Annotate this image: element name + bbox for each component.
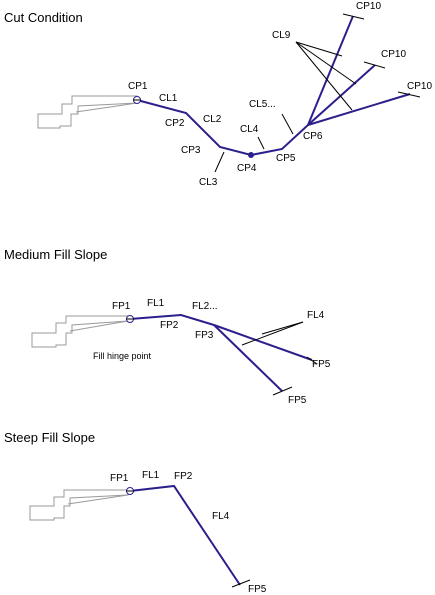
cut-tick-cp10-top (342, 13, 365, 20)
medium-ray-fp5-bottom (213, 324, 283, 392)
cl4-leader (257, 136, 265, 150)
medium-label-fp5-bottom: FP5 (288, 395, 307, 406)
medium-label-fp2: FP2 (160, 320, 179, 331)
medium-ray-fp5-right (213, 324, 313, 361)
label-cp10-mid: CP10 (381, 49, 406, 60)
fl4-leader-2 (261, 321, 304, 335)
medium-label-fl1: FL1 (147, 298, 165, 309)
label-cl4: CL4 (240, 124, 259, 135)
cp4-marker (248, 152, 254, 158)
medium-label-fp1: FP1 (112, 301, 131, 312)
label-cl5: CL5... (249, 99, 276, 110)
medium-fill-panel: Medium Fill Slope FP1 FL1 FL2... FP2 FP3… (4, 247, 331, 406)
label-cp10-right: CP10 (407, 81, 432, 92)
medium-slope-line (129, 313, 215, 326)
cut-road-template (37, 95, 138, 129)
label-cp5: CP5 (276, 153, 296, 164)
label-cl9: CL9 (272, 30, 291, 41)
label-cp2: CP2 (165, 118, 185, 129)
label-cl2: CL2 (203, 114, 222, 125)
label-cp1: CP1 (128, 81, 148, 92)
steep-label-fp2: FP2 (174, 471, 193, 482)
cut-tick-cp10-mid (363, 61, 386, 69)
steep-label-fp5: FP5 (248, 584, 267, 595)
fl4-leader-1 (241, 321, 304, 346)
fill-hinge-point-label: Fill hinge point (93, 351, 152, 361)
label-cl3: CL3 (199, 177, 218, 188)
steep-fill-title: Steep Fill Slope (4, 430, 95, 445)
steep-road-inner-line (67, 494, 129, 505)
medium-label-fp5-right: FP5 (312, 359, 331, 370)
medium-road-template (31, 315, 129, 348)
medium-road-inner-line (69, 320, 129, 332)
steep-slope-line (129, 484, 241, 586)
label-cl1: CL1 (159, 93, 178, 104)
medium-label-fl4: FL4 (307, 310, 325, 321)
cut-ray-cp10-mid (307, 64, 376, 126)
cl5-leader (281, 113, 294, 135)
cut-ray-cp10-right (307, 93, 411, 126)
cut-condition-title: Cut Condition (4, 10, 83, 25)
steep-label-fl4: FL4 (212, 511, 230, 522)
cut-ray-cp10-top (307, 15, 354, 126)
steep-road-template (29, 489, 129, 521)
label-cp6: CP6 (303, 131, 323, 142)
cl3-leader (214, 151, 225, 173)
steep-tick-fp5 (231, 579, 251, 588)
cut-road-inner-line (75, 102, 138, 113)
cl9-leader-1 (295, 41, 343, 57)
cut-slope-line (136, 99, 309, 157)
steep-label-fp1: FP1 (110, 473, 129, 484)
medium-fill-title: Medium Fill Slope (4, 247, 107, 262)
steep-fill-panel: Steep Fill Slope FP1 FL1 FP2 FL4 FP5 (4, 430, 267, 595)
cl9-leader-3 (295, 41, 353, 111)
steep-label-fl1: FL1 (142, 470, 160, 481)
label-cp10-top: CP10 (356, 1, 381, 12)
medium-label-fp3: FP3 (195, 330, 214, 341)
cl9-leader-2 (295, 41, 357, 85)
cut-condition-panel: Cut Condition CP1 CL1 CP2 CL2 CP3 (4, 1, 432, 188)
label-cp3: CP3 (181, 145, 201, 156)
cut-tick-cp10-right (397, 91, 421, 98)
label-cp4: CP4 (237, 163, 257, 174)
medium-tick-fp5-bottom (272, 386, 293, 396)
medium-tick-fp5-right (306, 356, 318, 365)
medium-label-fl2: FL2... (192, 301, 218, 312)
